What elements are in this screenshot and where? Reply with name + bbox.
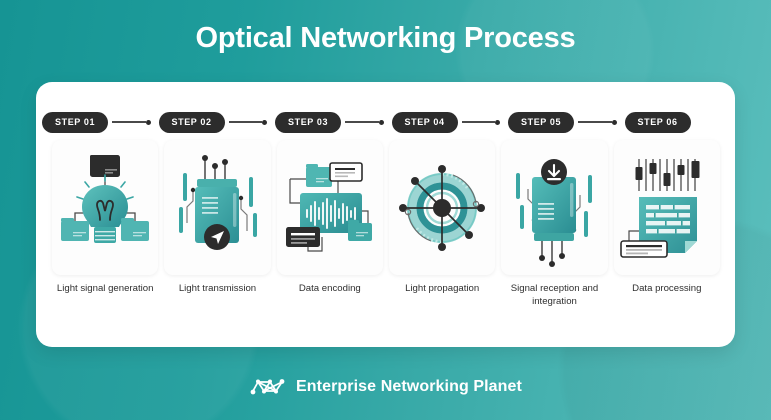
connector-dot (495, 119, 500, 125)
brand-name: Enterprise Networking Planet (296, 378, 522, 395)
page-title: Optical Networking Process (195, 22, 576, 54)
step-slot-3: STEP 03 (269, 110, 386, 134)
network-nodes-logo-icon (250, 379, 285, 395)
connector-line (112, 121, 146, 123)
step-badge-2[interactable]: STEP 02 (158, 111, 225, 133)
connector-dot (378, 119, 384, 125)
illustration-cards-row (52, 140, 720, 275)
illustration-card-1[interactable] (52, 140, 159, 275)
step-label-2: Light transmission (178, 283, 257, 294)
step-labels-row: Light signal generation Light transmissi… (52, 282, 720, 308)
step-label-1: Light signal generation (56, 283, 154, 294)
illustration-card-6[interactable] (613, 140, 720, 275)
step-label-3: Data encoding (298, 283, 361, 294)
step-label-6: Data processing (632, 283, 702, 294)
step-label-4: Light propagation (405, 283, 480, 294)
lightbulb-folders-icon (61, 154, 150, 243)
connector-line (228, 121, 262, 123)
step-slot-6: STEP 06 (619, 110, 736, 134)
connector-5-6 (574, 110, 618, 134)
connector-line (345, 121, 379, 123)
transmitter-antenna-send-icon (179, 154, 258, 250)
connector-dot (145, 119, 151, 125)
step-badge-1[interactable]: STEP 01 (42, 111, 109, 133)
receiver-download-icon (516, 158, 593, 267)
illustration-card-3[interactable] (276, 140, 383, 275)
document-data-sliders-icon (619, 158, 700, 258)
illustration-card-4[interactable] (388, 140, 496, 275)
connector-1-2 (108, 110, 152, 134)
connector-2-3 (225, 110, 269, 134)
step-badge-6[interactable]: STEP 06 (624, 111, 691, 133)
step-badge-5[interactable]: STEP 05 (508, 111, 575, 133)
radial-propagation-icon (399, 164, 486, 251)
step-slot-1: STEP 01 (36, 110, 153, 134)
connector-4-5 (458, 110, 502, 134)
connector-line (578, 121, 612, 123)
step-badge-4[interactable]: STEP 04 (391, 111, 458, 133)
waveform-monitor-icon (285, 161, 372, 252)
footer: Enterprise Networking Planet (0, 376, 771, 398)
step-slot-4: STEP 04 (386, 110, 503, 134)
step-slot-5: STEP 05 (502, 110, 619, 134)
step-badge-3[interactable]: STEP 03 (275, 111, 342, 133)
illustration-card-2[interactable] (164, 140, 271, 275)
connector-3-4 (341, 110, 385, 134)
step-slot-2: STEP 02 (153, 110, 270, 134)
illustration-card-5[interactable] (501, 140, 608, 275)
connector-dot (262, 119, 267, 125)
connector-line (461, 121, 495, 123)
connector-dot (611, 119, 617, 125)
step-label-5: Signal reception and integration (510, 283, 599, 307)
step-badges-row: STEP 01 STEP 02 STEP 03 STEP 04 STEP 05 (36, 110, 735, 134)
